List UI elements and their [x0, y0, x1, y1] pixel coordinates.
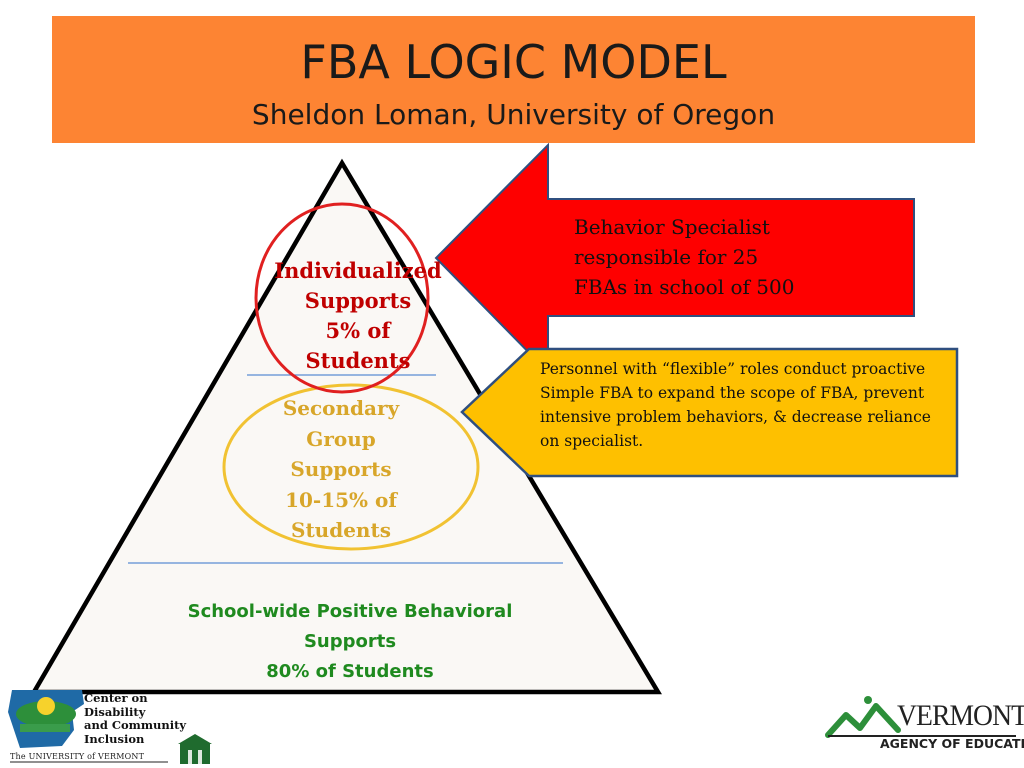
uvm-wordmark: The UNIVERSITY of VERMONT — [10, 752, 145, 761]
personnel-flexible-roles-text: Personnel with “flexible” roles conduct … — [540, 360, 931, 450]
middle-tier-line: 10-15% of — [285, 487, 397, 512]
uvm-building-icon — [178, 734, 212, 764]
red-callout-line: Behavior Specialist — [574, 215, 770, 239]
slide-subtitle: Sheldon Loman, University of Oregon — [251, 98, 776, 131]
base-tier-line: 80% of Students — [266, 661, 434, 682]
cdci-line: and Community — [84, 718, 187, 732]
top-tier-line: Supports — [304, 288, 412, 313]
cdci-line: Inclusion — [84, 731, 145, 746]
middle-tier-line: Supports — [290, 457, 392, 481]
middle-tier-line: Secondary — [282, 396, 400, 420]
top-tier-ellipse — [254, 202, 430, 394]
base-tier-line: School-wide Positive Behavioral — [187, 601, 513, 622]
top-tier-line: Individualized — [274, 258, 442, 283]
individualized-supports-label: Individualized Supports 5% of Students — [248, 256, 468, 376]
title-banner: FBA LOGIC MODEL Sheldon Loman, Universit… — [52, 16, 975, 143]
vermont-wordmark: VERMONT — [897, 699, 1024, 732]
middle-tier-line: Group — [306, 426, 376, 451]
middle-tier-ellipse — [222, 383, 480, 551]
agency-of-education-label: AGENCY OF EDUCATION — [880, 736, 1024, 751]
base-tier-line: Supports — [303, 631, 397, 652]
cdci-logo-icon — [8, 690, 84, 748]
red-callout-line: responsible for 25 — [574, 245, 759, 269]
vermont-mountain-icon — [825, 696, 901, 738]
cdci-line: Center on — [84, 691, 148, 705]
gold-arrow-callout — [460, 347, 959, 478]
slide-title: FBA LOGIC MODEL — [300, 35, 727, 89]
cdci-line: Disability — [84, 704, 146, 719]
behavior-specialist-text: Behavior Specialist responsible for 25 F… — [574, 212, 904, 302]
red-callout-line: FBAs in school of 500 — [574, 275, 795, 299]
top-tier-line: Students — [305, 348, 411, 373]
school-wide-supports-label: School-wide Positive Behavioral Supports… — [140, 597, 560, 687]
cdci-logo-text: Center on Disability and Community Inclu… — [84, 691, 234, 746]
middle-tier-line: Students — [291, 518, 391, 542]
top-tier-line: 5% of — [325, 318, 391, 343]
red-arrow-callout — [434, 142, 915, 375]
secondary-group-supports-label: Secondary Group Supports 10-15% of Stude… — [250, 393, 432, 546]
